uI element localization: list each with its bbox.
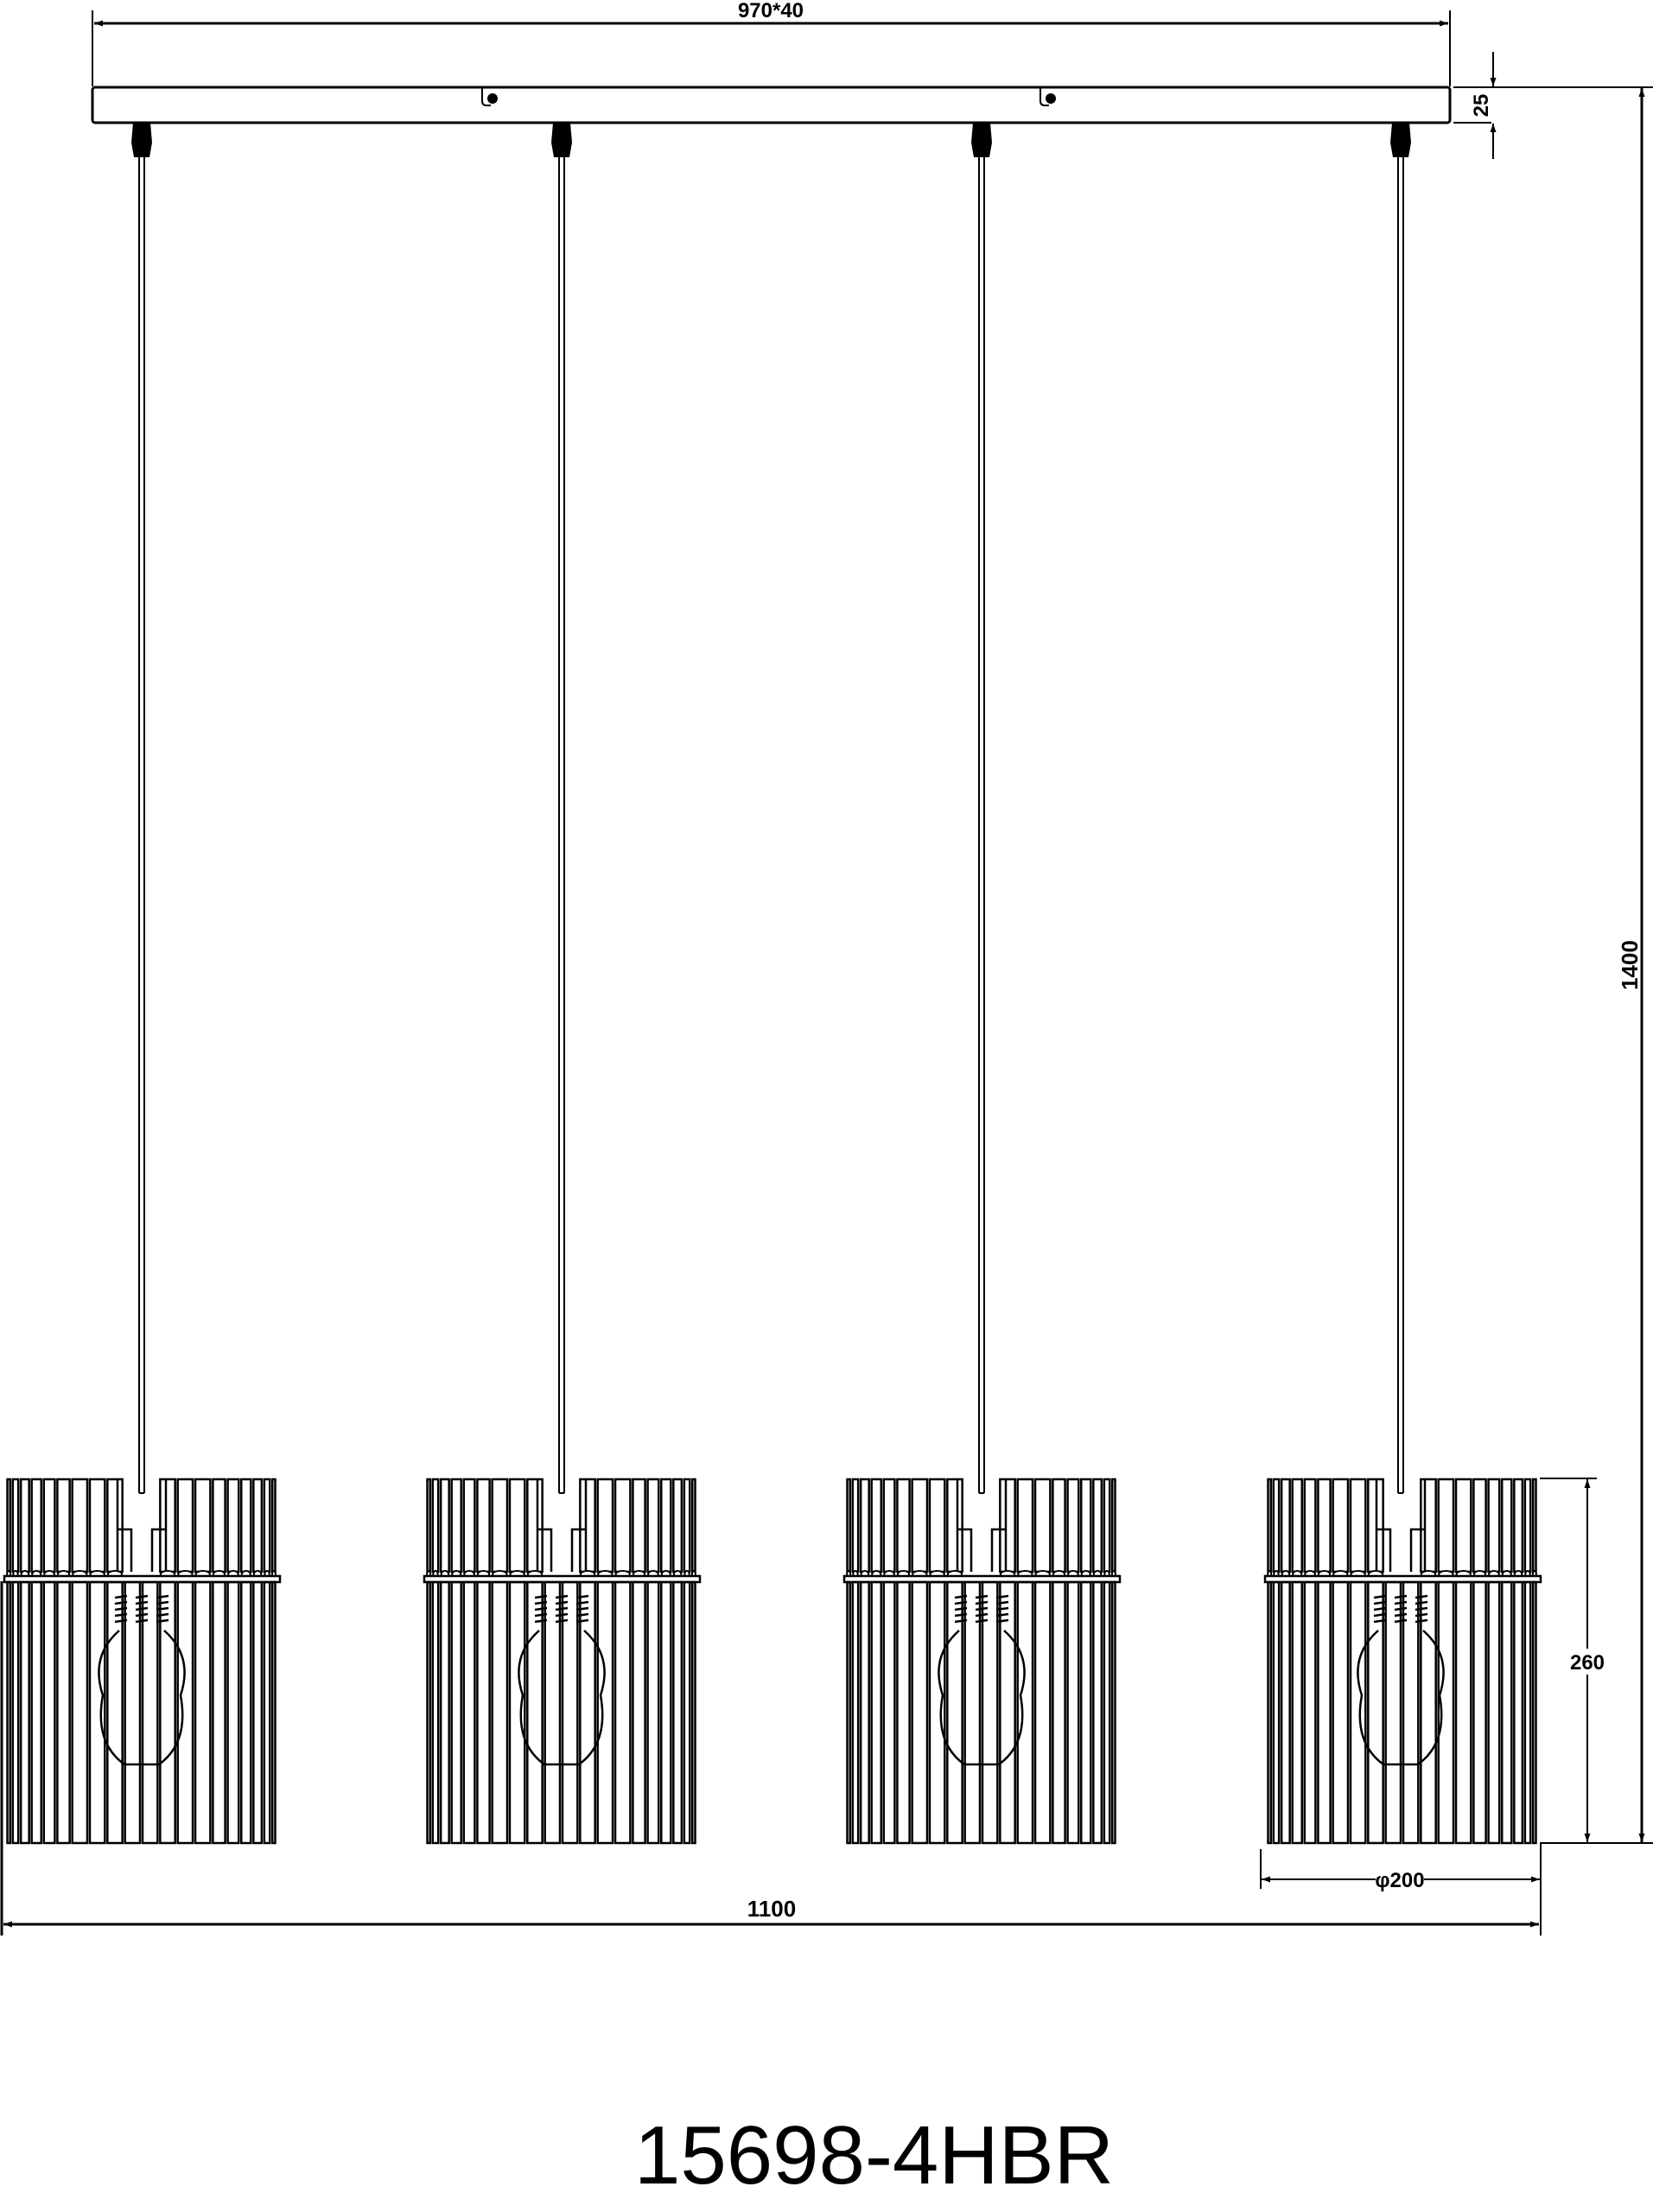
- model-number: 15698-4HBR: [634, 2109, 1114, 2202]
- shade-height-label: 260: [1570, 1651, 1605, 1675]
- light-bulb-icon: [518, 1594, 606, 1766]
- light-bulb-icon: [1357, 1594, 1445, 1766]
- overall-height-dimension: 1400: [1617, 88, 1645, 1843]
- cord-connector-icon: [131, 123, 152, 157]
- hook-icon: [481, 88, 498, 106]
- cord-connector-icon: [971, 123, 992, 157]
- overall-width-dimension: 1100: [0, 1581, 1539, 1936]
- pendant-3: [842, 123, 1122, 1845]
- shade-diameter-label: φ200: [1375, 1869, 1424, 1892]
- light-bulb-icon: [98, 1594, 186, 1766]
- shade-height-dimension: 260: [1540, 1478, 1653, 1844]
- light-bulb-icon: [938, 1594, 1026, 1766]
- canopy-height-label: 25: [1470, 94, 1493, 118]
- canopy-length-label: 970*40: [738, 0, 804, 22]
- pendant-4: [1263, 123, 1542, 1845]
- hook-icon: [1039, 88, 1056, 106]
- overall-height-label: 1400: [1617, 940, 1643, 990]
- cord-connector-icon: [551, 123, 572, 157]
- canopy-bar: [91, 86, 1452, 124]
- canopy-length-dimension: 970*40: [92, 0, 1451, 86]
- canopy-height-dimension: 25: [1453, 52, 1653, 159]
- overall-width-label: 1100: [747, 1896, 796, 1922]
- cord-connector-icon: [1390, 123, 1411, 157]
- pendant-2: [423, 123, 702, 1845]
- pendant-1: [3, 123, 282, 1845]
- shade-diameter-dimension: φ200: [1260, 1843, 1542, 1936]
